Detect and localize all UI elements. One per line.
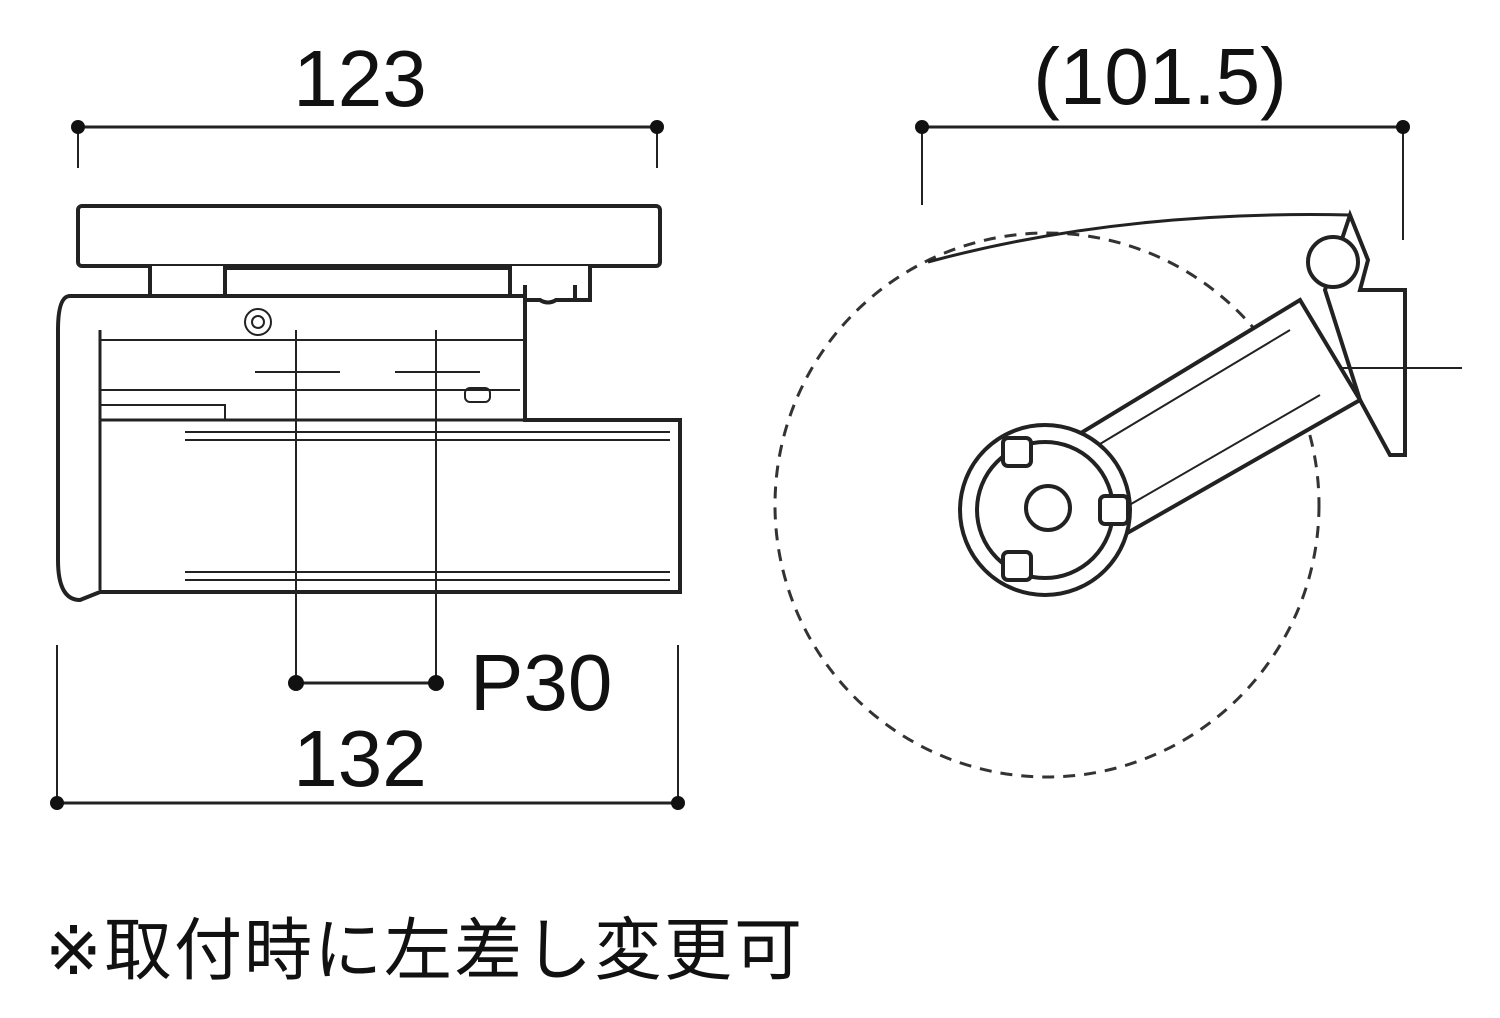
side-dimension-line	[915, 120, 1410, 240]
bracket-body	[56, 204, 682, 603]
rotation-circle	[773, 231, 1321, 779]
side-view: (101.5)	[773, 32, 1462, 779]
front-view: 123 P30 132	[50, 34, 685, 810]
pitch-label: P30	[470, 638, 612, 727]
top-dimension-line	[71, 120, 664, 168]
installation-note: ※取付時に左差し変更可	[45, 912, 804, 991]
bottom-dimension-label: 132	[293, 714, 426, 803]
top-dimension-label: 123	[293, 34, 426, 123]
side-dimension-label: (101.5)	[1033, 32, 1286, 121]
pitch-centerlines	[288, 330, 444, 691]
bottom-dimension-line	[50, 645, 685, 810]
